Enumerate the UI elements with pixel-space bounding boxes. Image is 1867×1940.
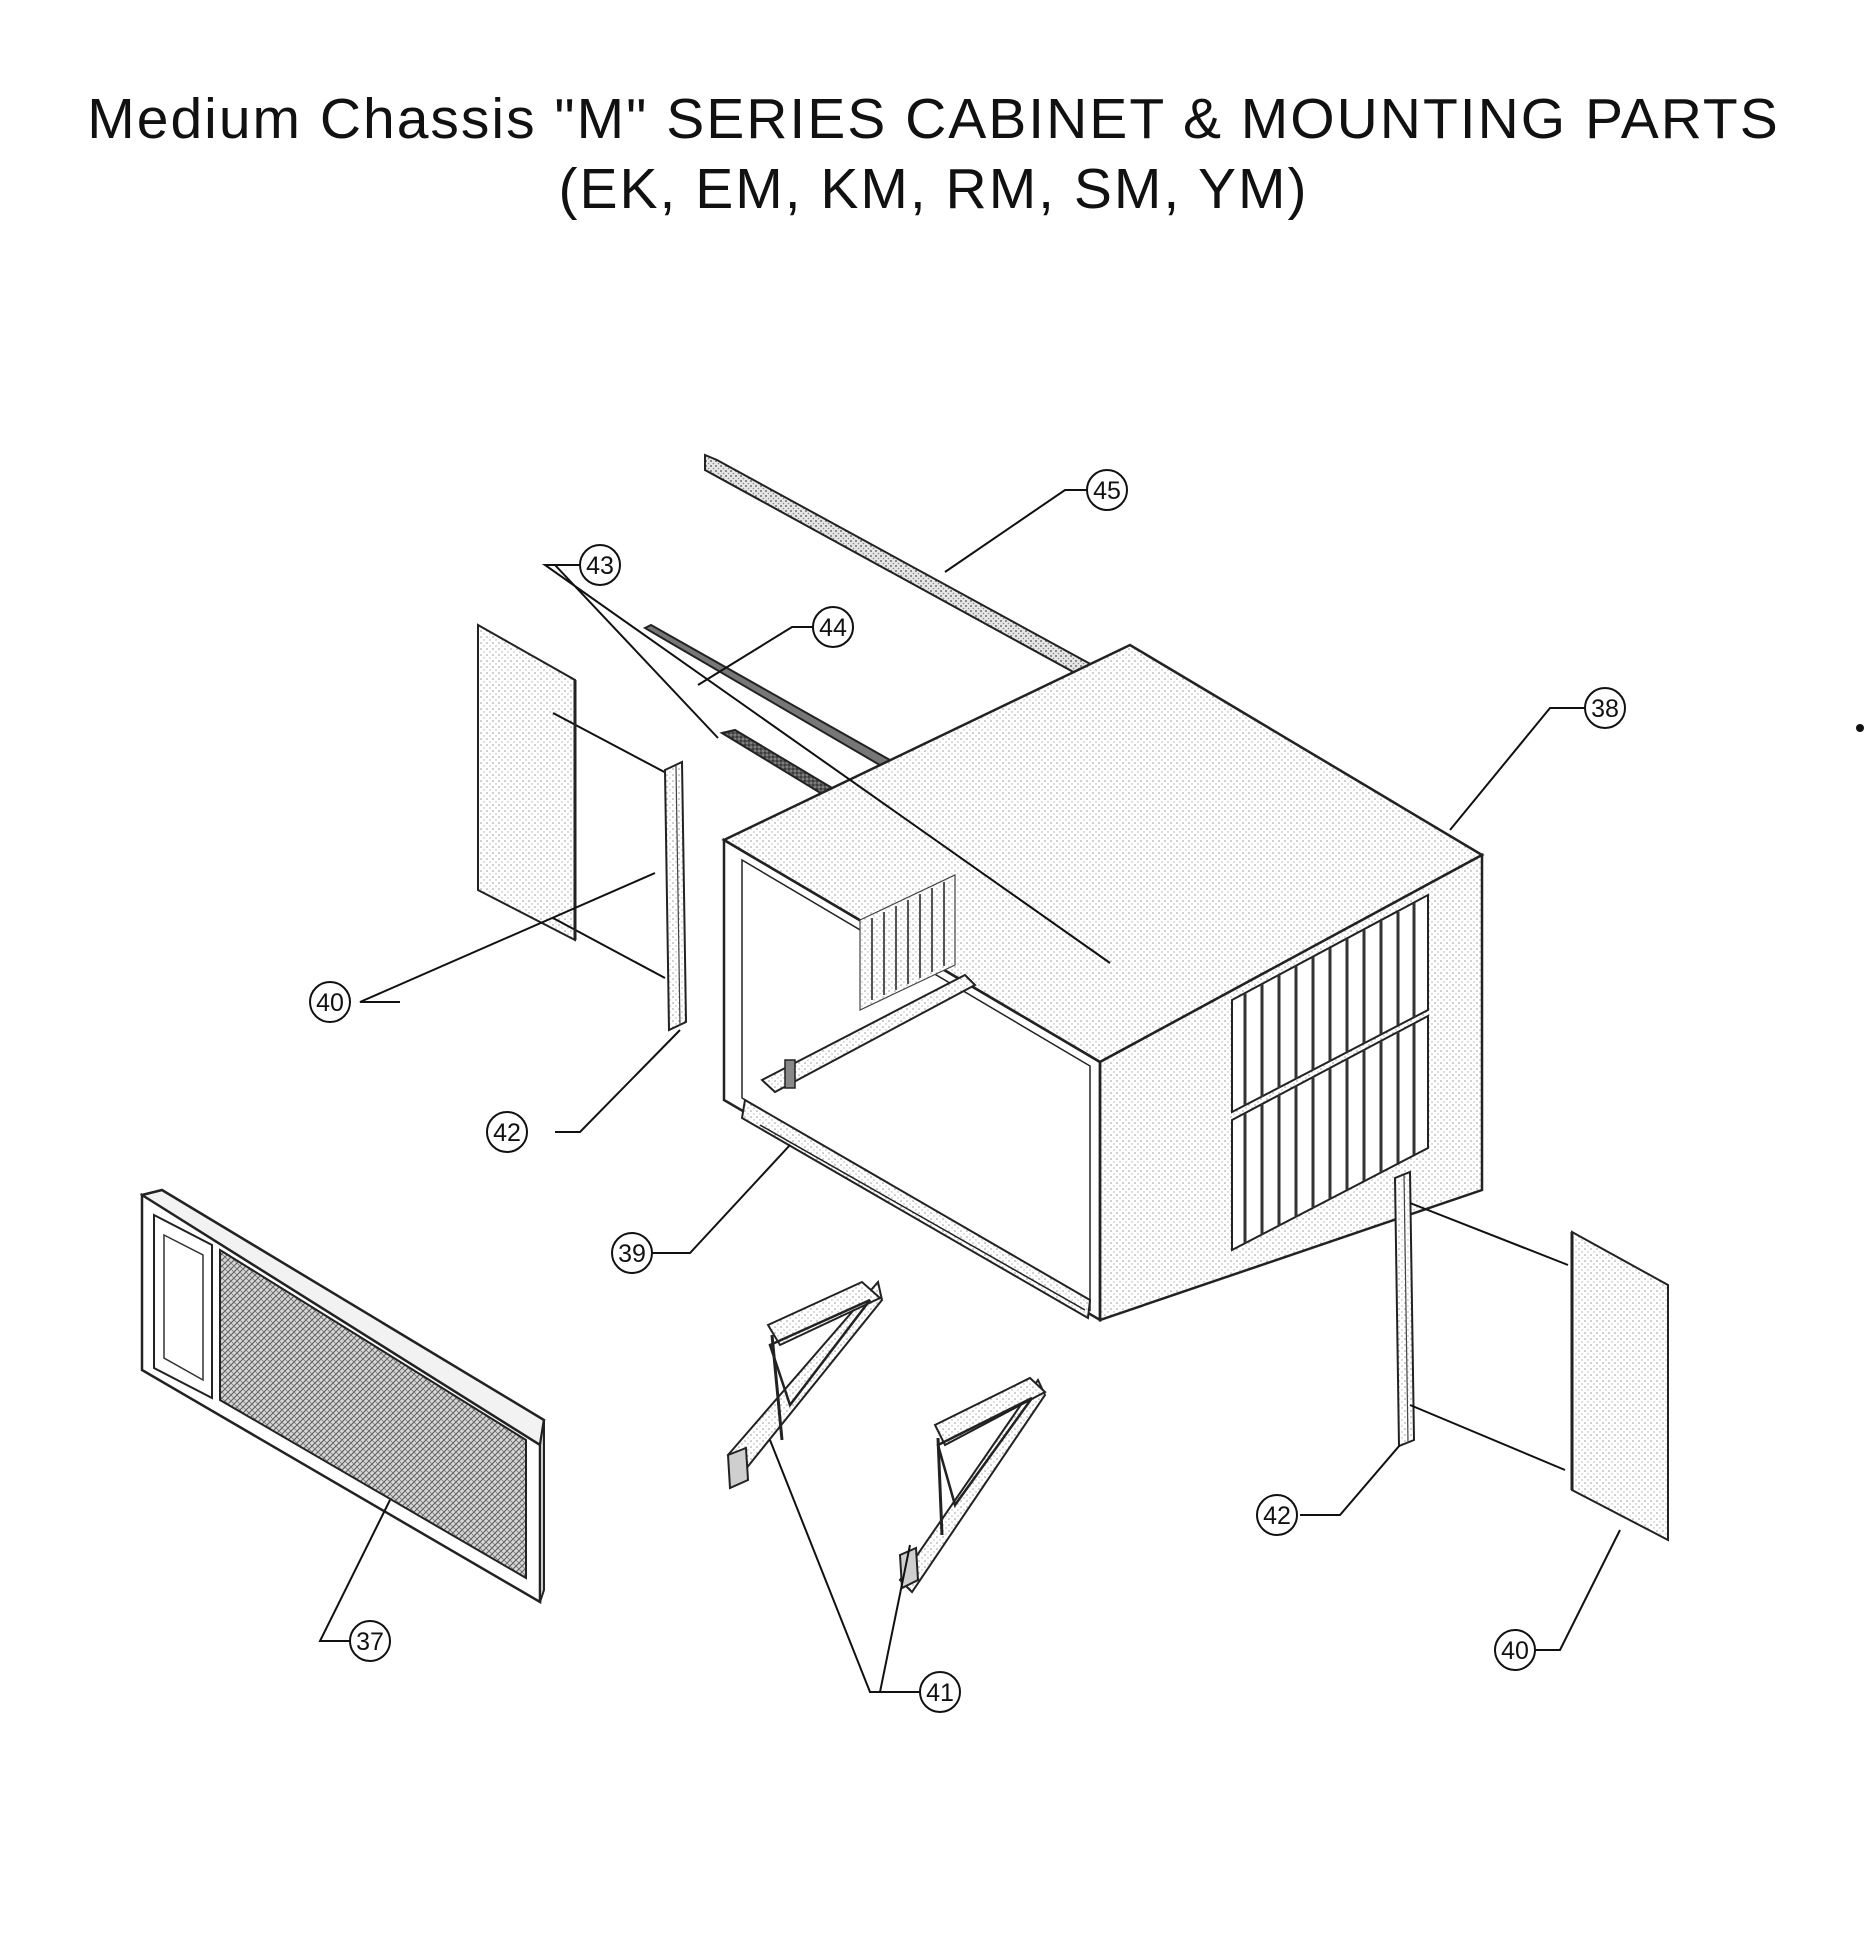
callout-40-right: 40 bbox=[1494, 1629, 1536, 1671]
callout-37: 37 bbox=[349, 1620, 391, 1662]
part-42-left-side-rail bbox=[663, 760, 688, 1032]
part-37-front-grille bbox=[140, 1188, 546, 1605]
part-42-right-side-rail bbox=[1393, 1170, 1569, 1471]
part-40-right-side-panel bbox=[1570, 1230, 1669, 1542]
callout-45: 45 bbox=[1086, 469, 1128, 511]
callout-42-right: 42 bbox=[1256, 1494, 1298, 1536]
svg-text:38: 38 bbox=[1591, 695, 1619, 723]
part-38-cabinet bbox=[721, 643, 1485, 1323]
scan-speck bbox=[1856, 724, 1864, 732]
svg-text:40: 40 bbox=[1501, 1637, 1529, 1665]
svg-text:39: 39 bbox=[618, 1240, 646, 1268]
leader-lines bbox=[318, 489, 1621, 1693]
svg-text:44: 44 bbox=[819, 614, 847, 642]
callout-38: 38 bbox=[1584, 687, 1626, 729]
callout-44: 44 bbox=[812, 606, 854, 648]
callout-42-left: 42 bbox=[486, 1111, 528, 1153]
svg-text:41: 41 bbox=[926, 1679, 954, 1707]
title-line-1: Medium Chassis "M" SERIES CABINET & MOUN… bbox=[87, 87, 1780, 151]
title-line-2: (EK, EM, KM, RM, SM, YM) bbox=[558, 156, 1309, 221]
svg-text:42: 42 bbox=[1263, 1502, 1291, 1530]
svg-text:42: 42 bbox=[493, 1119, 521, 1147]
svg-text:45: 45 bbox=[1093, 477, 1121, 505]
callout-40-left: 40 bbox=[309, 981, 351, 1023]
callout-39: 39 bbox=[611, 1232, 653, 1274]
callout-43: 43 bbox=[579, 544, 621, 586]
callout-41: 41 bbox=[919, 1671, 961, 1713]
svg-text:40: 40 bbox=[316, 989, 344, 1017]
svg-text:43: 43 bbox=[586, 552, 614, 580]
diagram-title: Medium Chassis "M" SERIES CABINET & MOUN… bbox=[0, 85, 1867, 224]
part-39-base-rail bbox=[740, 973, 1092, 1320]
part-40-left-side-panel bbox=[477, 623, 671, 979]
svg-text:37: 37 bbox=[356, 1628, 384, 1656]
part-41-mounting-brackets bbox=[726, 1279, 1047, 1594]
